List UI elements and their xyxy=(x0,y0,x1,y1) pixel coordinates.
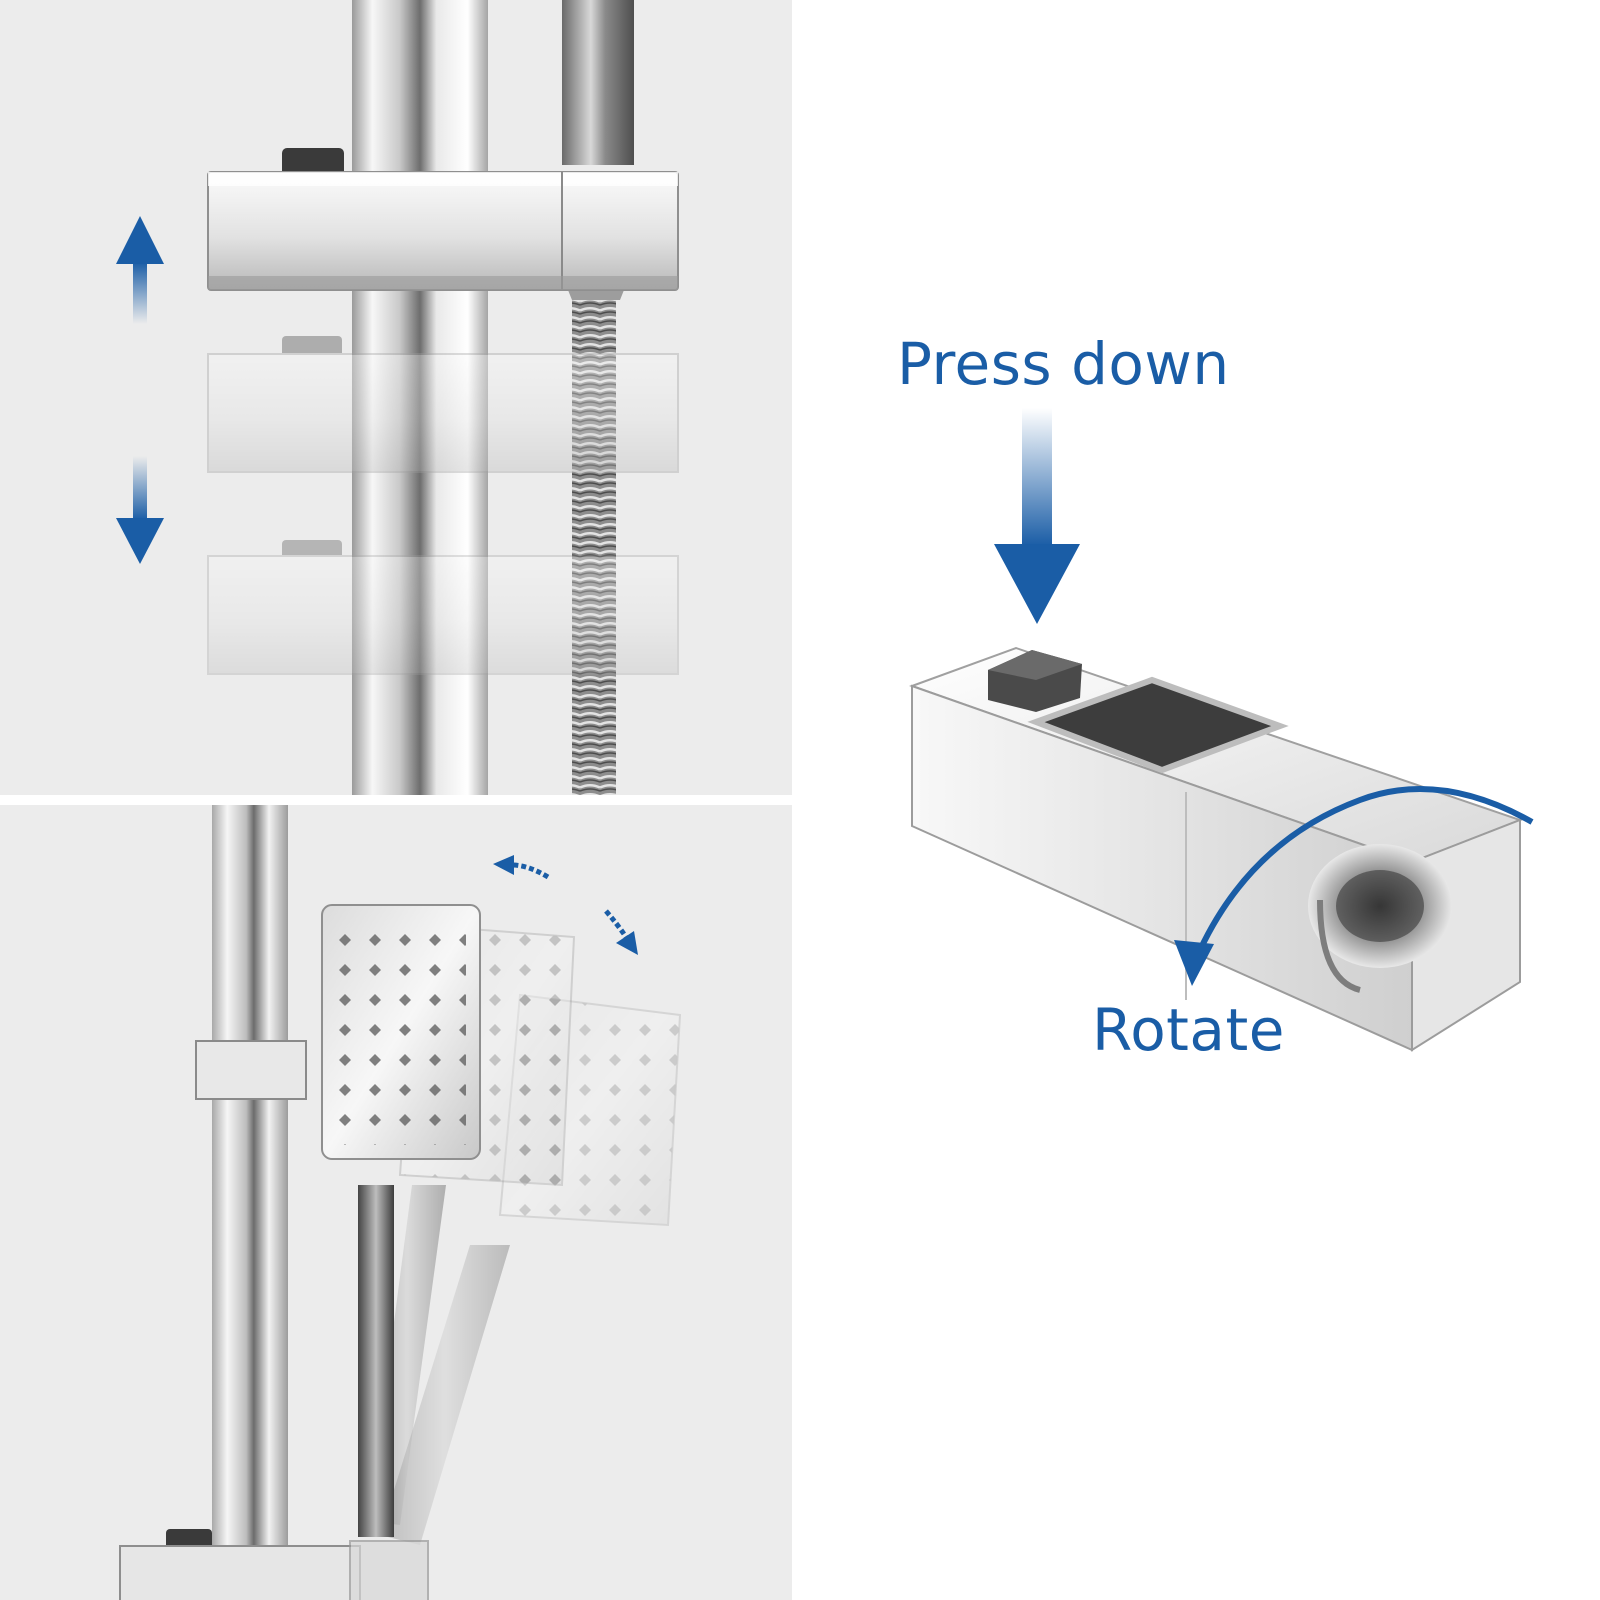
curved-arrow-right-icon xyxy=(604,909,638,955)
shower-handle xyxy=(358,1185,394,1537)
slider-block xyxy=(207,148,679,291)
slider-block xyxy=(119,1529,429,1600)
head-tilt-illustration xyxy=(119,805,682,1600)
slider-ghost-middle xyxy=(207,336,679,473)
release-button xyxy=(988,650,1082,712)
handle-holder xyxy=(1308,844,1452,993)
press-down-label: Press down xyxy=(897,330,1230,398)
arrow-down-icon xyxy=(994,408,1080,624)
curved-arrow-left-icon xyxy=(493,855,550,880)
shower-rail xyxy=(212,805,288,1600)
slider-adjust-panel xyxy=(0,0,792,795)
slider-illustration xyxy=(116,0,679,795)
shower-head xyxy=(321,904,481,1537)
slider-ghost-bottom xyxy=(207,540,679,675)
wall-bracket xyxy=(195,1040,307,1100)
head-tilt-panel xyxy=(0,805,792,1600)
slider-detail-illustration xyxy=(909,408,1534,1052)
arrow-down-icon xyxy=(116,456,164,564)
slider-block xyxy=(909,646,1523,1052)
release-button xyxy=(282,148,344,176)
rotate-label: Rotate xyxy=(1092,996,1285,1064)
hand-shower-handle xyxy=(562,0,634,165)
arrow-up-icon xyxy=(116,216,164,324)
curved-arrow-icon xyxy=(1174,786,1534,986)
handle-holder xyxy=(349,1540,429,1600)
slider-detail-panel xyxy=(800,0,1600,1600)
